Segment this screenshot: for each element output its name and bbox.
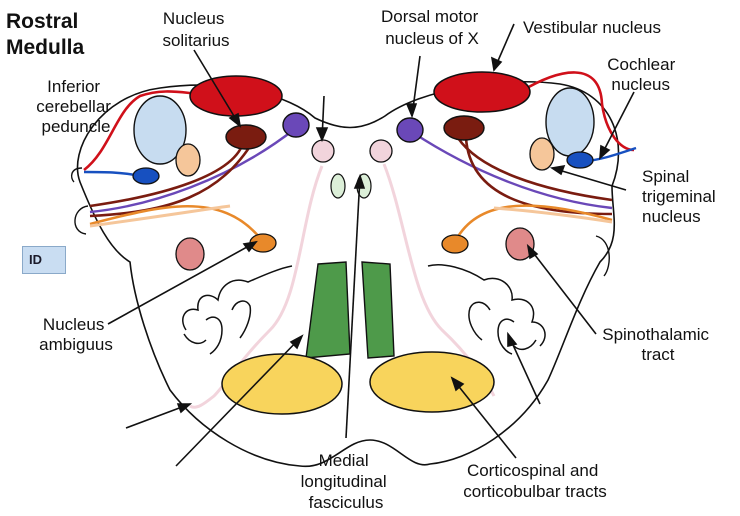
vagal-fiber-purple-right [411, 130, 613, 210]
label-icp: Inferior cerebellar peduncle [36, 77, 115, 136]
cochlear-nucleus-left [132, 167, 160, 185]
vestibular-nucleus-right [433, 71, 531, 113]
spinal-trigeminal-nucleus-left [175, 143, 201, 177]
vestibular-nucleus-left [189, 75, 283, 117]
pointer-arrows [107, 23, 635, 467]
label-nucleus-ambiguus: Nucleus ambiguus [39, 315, 113, 354]
label-nucleus-solitarius-line-2: solitarius [162, 31, 229, 50]
medial-lemniscus-left [305, 261, 351, 359]
label-spinothalamic-line-1: Spinothalamic [602, 325, 709, 344]
label-cochlear-line-2: nucleus [611, 75, 670, 94]
label-spinal-trigeminal-line-1: Spinal [642, 167, 689, 186]
label-cochlear: Cochlear nucleus [607, 55, 680, 94]
nucleus-solitarius-right [443, 115, 485, 141]
vagal-fiber-orange-left [89, 205, 261, 239]
label-spinothalamic: Spinothalamic tract [602, 325, 714, 364]
label-corticospinal-line-2: corticobulbar tracts [463, 482, 607, 501]
spinal-trigeminal-nucleus-right [529, 137, 555, 171]
label-icp-line-3: peduncle [41, 117, 110, 136]
left-bracket [74, 205, 89, 235]
icp-fiber-red-right [519, 71, 635, 152]
pyramid-left [221, 353, 343, 415]
inferior-cerebellar-peduncle-left [133, 95, 187, 165]
vagal-fiber-purple-left [89, 127, 297, 214]
dorsal-motor-nucleus-right [396, 117, 424, 143]
title: Rostral Medulla [6, 10, 84, 59]
label-mlf-line-1: Medial [319, 451, 369, 470]
label-nucleus-ambiguus-line-1: Nucleus [43, 315, 104, 334]
label-dorsal-motor-line-2: nucleus of X [385, 29, 479, 48]
pyramid-right [369, 351, 495, 413]
label-vestibular-line-1: Vestibular nucleus [523, 18, 661, 37]
label-dorsal-motor: Dorsal motor nucleus of X [381, 7, 483, 48]
label-nucleus-ambiguus-line-2: ambiguus [39, 335, 113, 354]
label-corticospinal-line-1: Corticospinal and [467, 461, 598, 480]
right-root-hook [595, 235, 610, 277]
vagal-fiber-tan-left [89, 204, 231, 228]
label-nucleus-solitarius: Nucleus solitarius [162, 9, 229, 50]
spinothalamic-tract-left [175, 237, 205, 271]
vagal-fiber-brown-left-1 [89, 139, 246, 208]
nucleus-solitarius-left [225, 124, 267, 150]
label-mlf-line-3: fasciculus [309, 493, 384, 512]
tectospinal-tract-left [330, 173, 346, 199]
label-spinal-trigeminal-line-3: nucleus [642, 207, 701, 226]
label-spinal-trigeminal: Spinal trigeminal nucleus [642, 167, 720, 226]
left-root-hook [70, 167, 83, 183]
title-line-1: Rostral [6, 10, 78, 33]
dorsal-motor-nucleus-left [282, 112, 310, 138]
cochlear-nucleus-right [566, 151, 594, 169]
inferior-olive-left [182, 265, 293, 355]
label-icp-line-1: Inferior [47, 77, 100, 96]
id-badge[interactable]: ID [22, 246, 66, 274]
label-spinal-trigeminal-line-2: trigeminal [642, 187, 716, 206]
hypoglossal-fiber-left [189, 165, 324, 409]
label-vestibular: Vestibular nucleus [523, 18, 661, 37]
title-line-2: Medulla [6, 36, 84, 59]
hypoglossal-nucleus-left [311, 139, 335, 163]
label-mlf-line-2: longitudinal [301, 472, 387, 491]
vagal-fiber-tan-right [493, 206, 613, 224]
vagal-fiber-orange-right [454, 204, 613, 241]
label-spinothalamic-line-2: tract [641, 345, 674, 364]
spinothalamic-tract-right [505, 227, 535, 261]
label-cochlear-line-1: Cochlear [607, 55, 675, 74]
inferior-olive-right [427, 264, 546, 355]
inferior-cerebellar-peduncle-right [545, 87, 595, 157]
label-corticospinal: Corticospinal and corticobulbar tracts [463, 461, 607, 501]
cochlear-fiber-left [83, 170, 141, 178]
label-dorsal-motor-line-1: Dorsal motor [381, 7, 479, 26]
label-icp-line-2: cerebellar [36, 97, 111, 116]
label-nucleus-solitarius-line-1: Nucleus [163, 9, 224, 28]
label-mlf: Medial longitudinal fasciculus [301, 451, 392, 512]
hypoglossal-nucleus-right [369, 139, 393, 163]
medial-lemniscus-right [361, 261, 395, 359]
vagal-fiber-brown-left-2 [89, 139, 256, 218]
medulla-outline [76, 80, 620, 468]
nucleus-ambiguus-right [441, 234, 469, 254]
